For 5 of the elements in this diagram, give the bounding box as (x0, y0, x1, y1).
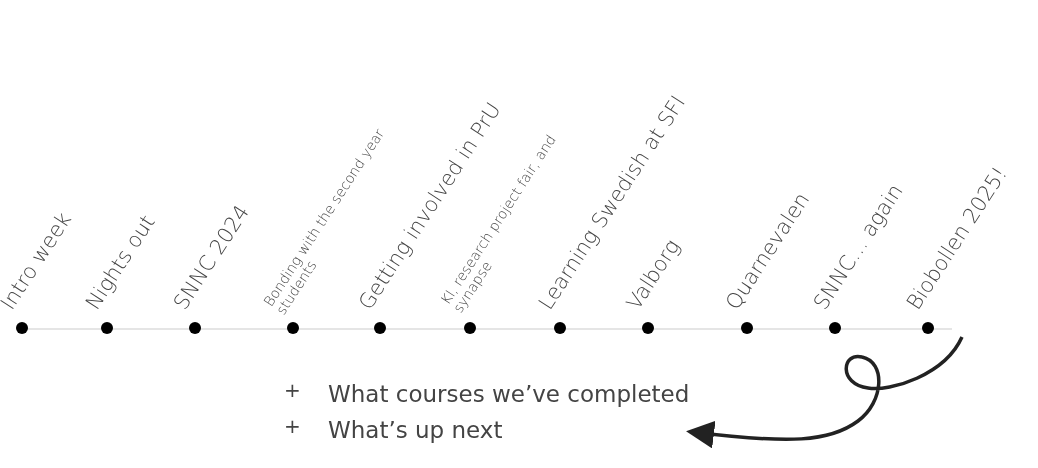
curly-arrow (686, 336, 964, 449)
bullet-mark: + (284, 378, 301, 402)
list-item: What courses we’ve completed (328, 380, 690, 409)
list-item: What’s up next (328, 416, 504, 445)
bullet-mark: + (284, 414, 301, 438)
